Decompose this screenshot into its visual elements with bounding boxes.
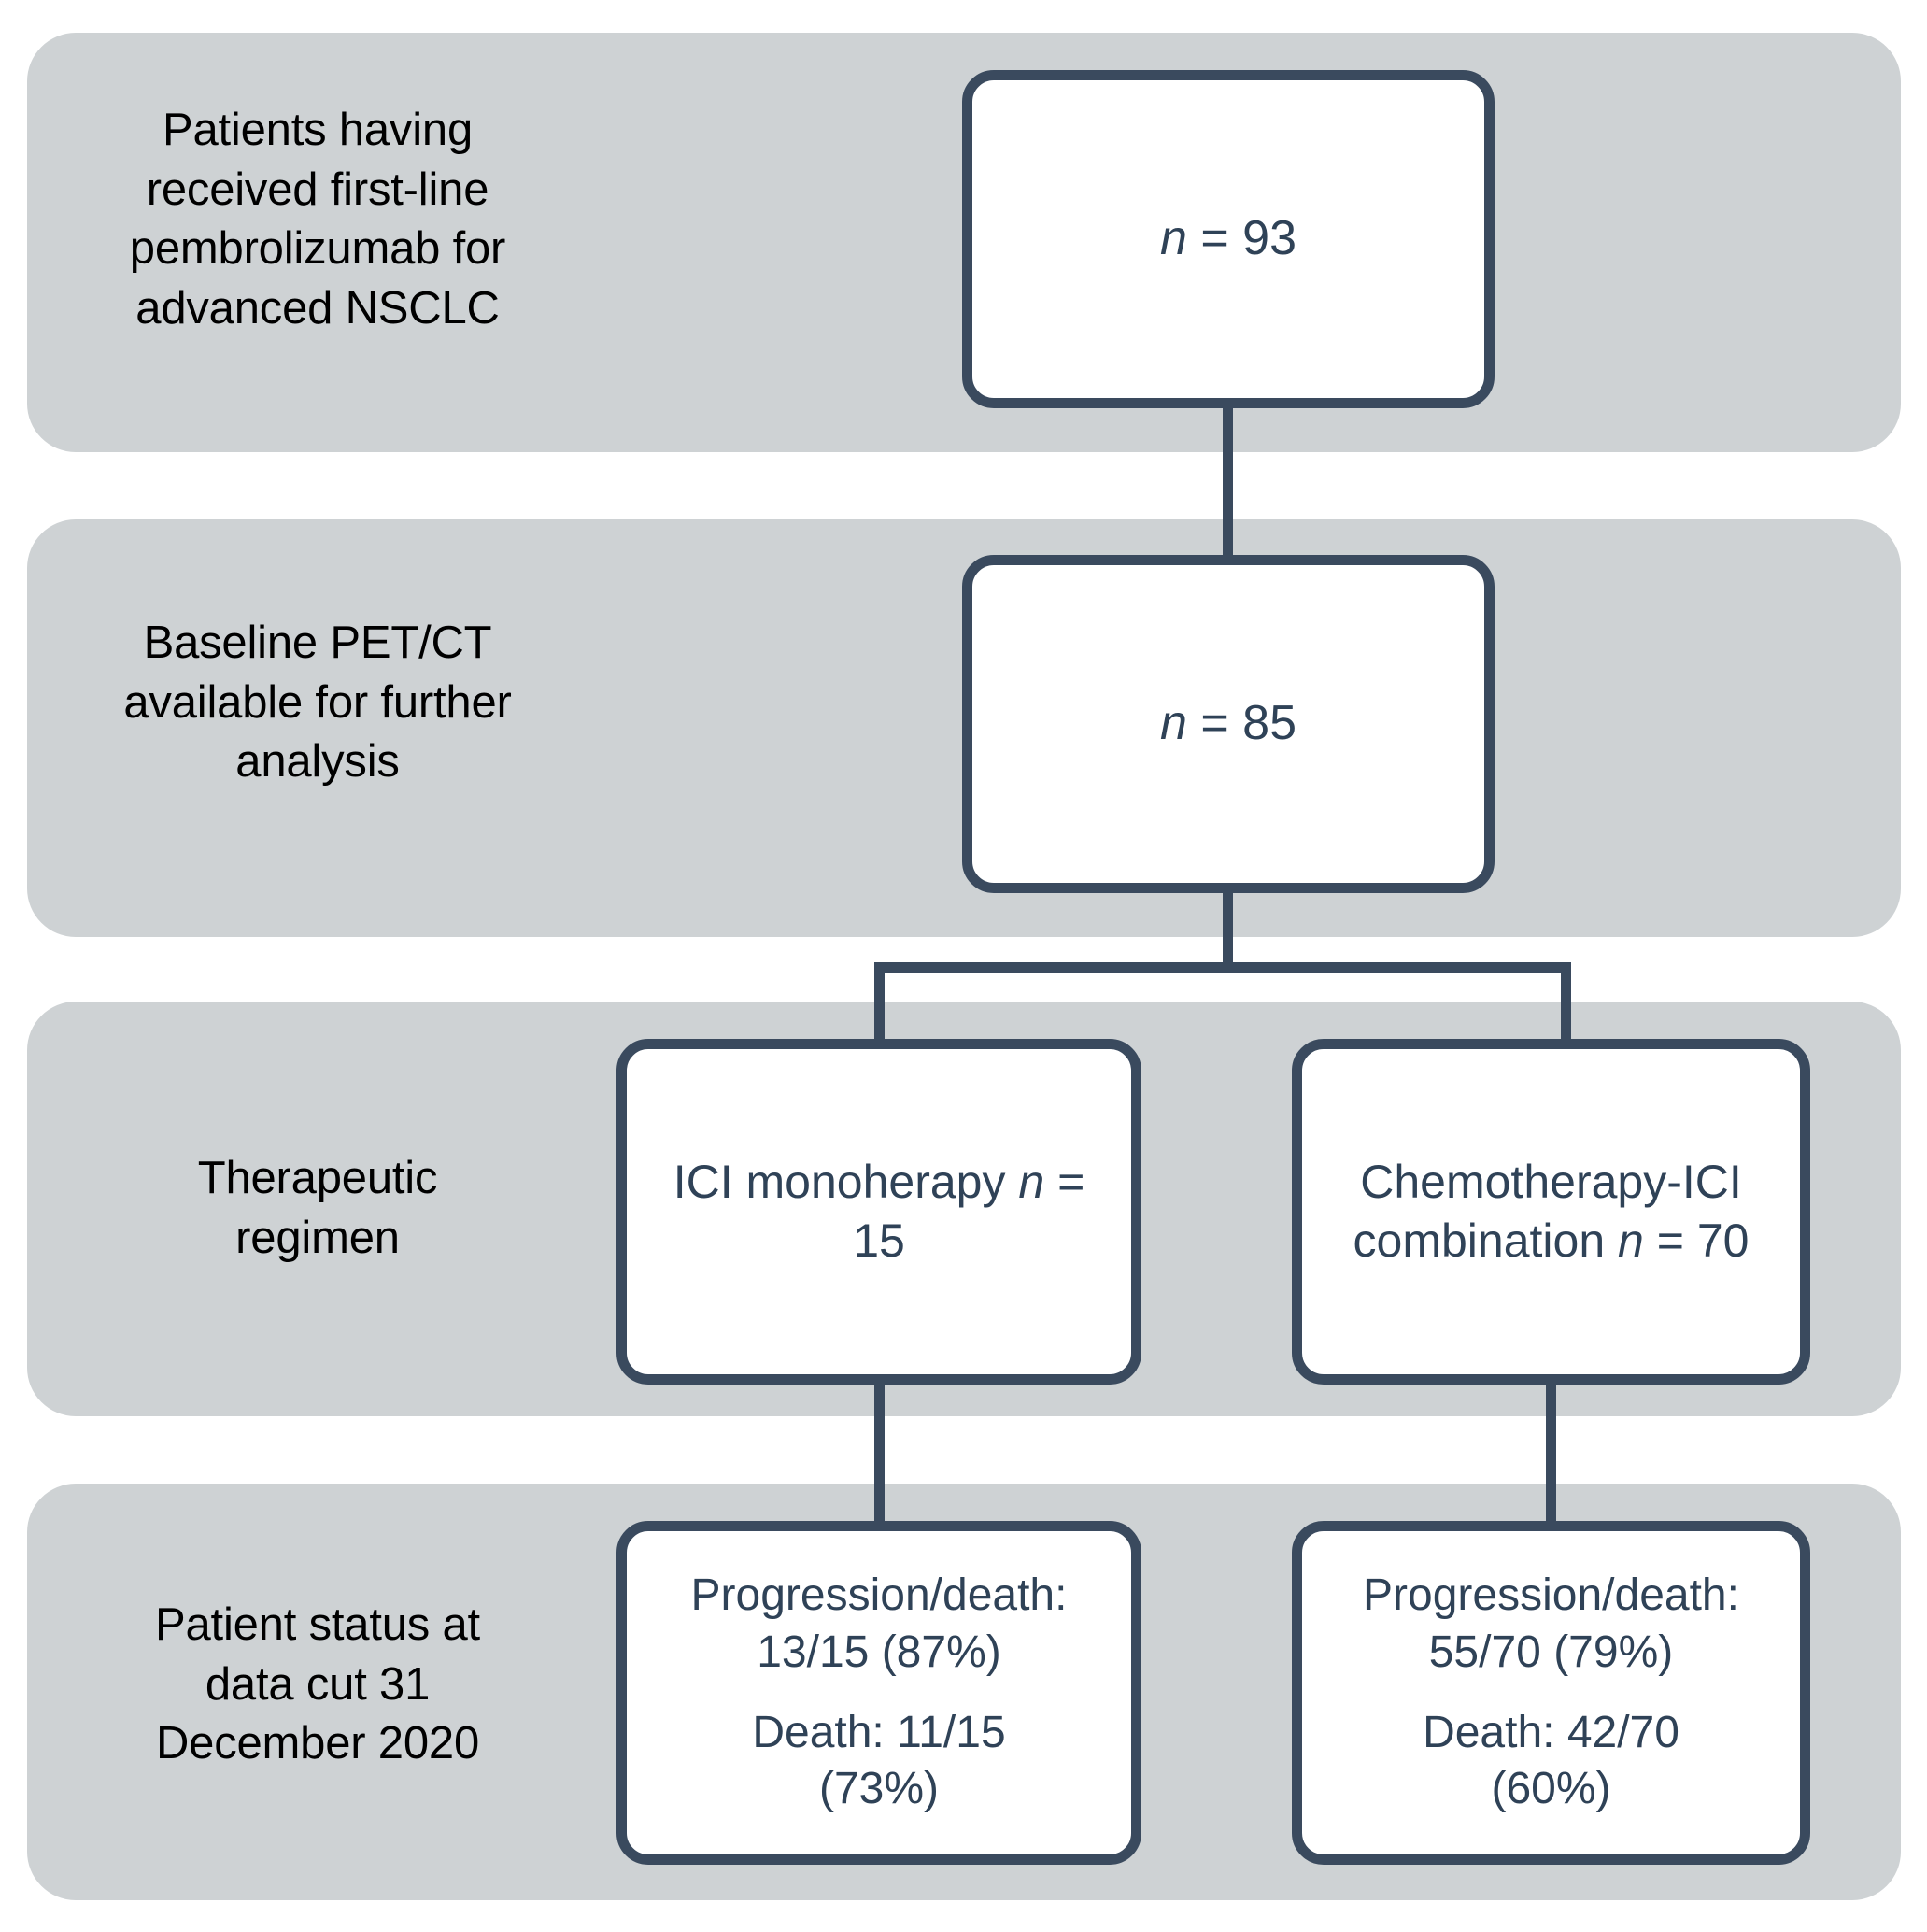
- node-total-patients-text: n = 93: [1159, 211, 1297, 266]
- status-monotherapy-progression: Progression/death: 13/15 (87%): [690, 1570, 1068, 1677]
- node-ici-monotherapy-name: ICI monoherapy: [673, 1156, 1006, 1208]
- connector-pet-stem: [1223, 893, 1233, 962]
- row-label-regimen: Therapeutic regimen: [197, 1153, 438, 1263]
- node-ici-monotherapy-text: ICI monoherapy n = 15: [673, 1156, 1085, 1267]
- status-combination-progression: Progression/death: 55/70 (79%): [1363, 1570, 1739, 1677]
- connector-combo-to-status: [1546, 1381, 1556, 1526]
- row-label-status: Patient status at data cut 31 December 2…: [155, 1599, 480, 1769]
- node-chemo-ici-combination-name: Chemotherapy-ICI combination: [1353, 1156, 1742, 1267]
- node-chemo-ici-combination[interactable]: Chemotherapy-ICI combination n = 70: [1292, 1039, 1810, 1385]
- connector-split-bar: [874, 962, 1571, 973]
- node-status-combination[interactable]: Progression/death: 55/70 (79%) Death: 42…: [1292, 1521, 1810, 1865]
- connector-total-to-pet: [1223, 408, 1233, 560]
- node-pet-available-text: n = 85: [1159, 696, 1297, 751]
- node-pet-available[interactable]: n = 85: [962, 555, 1495, 893]
- row-label-imaging: Baseline PET/CT available for further an…: [123, 618, 512, 788]
- node-chemo-ici-combination-value: 70: [1696, 1215, 1750, 1267]
- node-ici-monotherapy-value: 15: [853, 1215, 905, 1267]
- node-chemo-ici-combination-text: Chemotherapy-ICI combination n = 70: [1353, 1156, 1750, 1267]
- connector-split-right-drop: [1561, 962, 1571, 1042]
- node-pet-available-value: 85: [1242, 696, 1297, 751]
- status-monotherapy-death: Death: 11/15 (73%): [752, 1708, 1006, 1814]
- node-total-patients-value: 93: [1242, 211, 1297, 266]
- connector-split-left-drop: [874, 962, 885, 1042]
- row-label-enrollment: Patients having received first-line pemb…: [129, 105, 506, 334]
- connector-mono-to-status: [874, 1381, 885, 1526]
- node-total-patients[interactable]: n = 93: [962, 70, 1495, 408]
- status-combination-death: Death: 42/70 (60%): [1423, 1708, 1679, 1814]
- node-ici-monotherapy[interactable]: ICI monoherapy n = 15: [616, 1039, 1141, 1385]
- node-status-monotherapy[interactable]: Progression/death: 13/15 (87%) Death: 11…: [616, 1521, 1141, 1865]
